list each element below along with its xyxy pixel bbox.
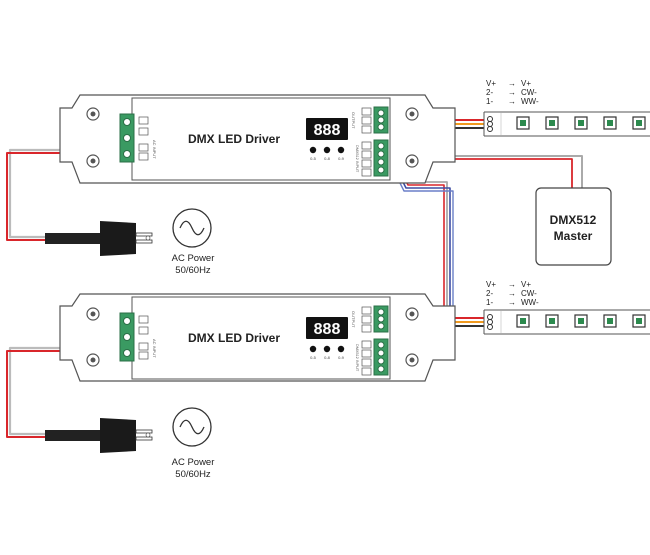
strip-2-label-vplus-right: V+ [521, 280, 531, 289]
mount-hole-icon [90, 357, 96, 363]
led-driver-1: AC INPUT DMX LED Driver 888 0-5 0-8 0-9 … [59, 94, 456, 184]
dmx-terminal[interactable] [373, 338, 389, 376]
ac-power-2-line1: AC Power [172, 457, 215, 468]
led-strip-1: V+ → V+ 2- → CW- 1- → WW- [483, 79, 650, 137]
strip-1-label-2-right: CW- [521, 88, 537, 97]
ac-power-1-line2: 50/60Hz [175, 265, 211, 276]
plug-icon [100, 221, 136, 256]
strip-2-label-vplus-left: V+ [486, 280, 496, 289]
strip-2-label-1-left: 1- [486, 298, 493, 307]
mount-hole-icon [90, 311, 96, 317]
power-cord-2 [45, 418, 153, 453]
ac-input-label: AC INPUT [152, 140, 157, 159]
driver-1-button-label-3: 0-9 [338, 156, 345, 161]
output-label: OUTPUT [351, 112, 356, 129]
mount-hole-icon [409, 158, 415, 164]
dmx512-master-box[interactable] [535, 187, 612, 266]
mount-hole-icon [409, 111, 415, 117]
strip-2-label-1-right: WW- [521, 298, 539, 307]
plug-icon [100, 418, 136, 453]
arrow-icon: → [508, 280, 516, 289]
power-cord-1 [45, 221, 153, 256]
mount-hole-icon [409, 311, 415, 317]
strip-1-label-vplus-right: V+ [521, 79, 531, 88]
dmx-input-label: DMX512 INPUT [355, 344, 359, 372]
sine-wave-icon [179, 220, 205, 236]
ac-power-2: AC Power 50/60Hz [172, 407, 215, 480]
output-label: OUTPUT [351, 311, 356, 328]
driver-2-title: DMX LED Driver [188, 331, 280, 345]
driver-2-button-label-3: 0-9 [338, 355, 345, 360]
arrow-icon: → [508, 97, 516, 106]
led-strip-2: V+ → V+ 2- → CW- 1- → WW- [483, 280, 650, 335]
mount-hole-icon [409, 357, 415, 363]
arrow-icon: → [508, 298, 516, 307]
driver-2-button-3[interactable] [337, 345, 345, 353]
dmx512-master-line2: Master [554, 229, 593, 243]
ac-power-1-line1: AC Power [172, 253, 215, 264]
driver-1-title: DMX LED Driver [188, 132, 280, 146]
arrow-icon: → [508, 289, 516, 298]
driver-1-button-2[interactable] [323, 146, 331, 154]
led-driver-2: AC INPUT DMX LED Driver 888 0-5 0-8 0-9 … [59, 293, 456, 382]
driver-2-display [306, 317, 348, 339]
driver-1-button-label-1: 0-5 [310, 156, 317, 161]
driver-1-display [306, 118, 348, 140]
dmx-terminal[interactable] [373, 139, 389, 177]
driver-2-button-label-1: 0-5 [310, 355, 317, 360]
mount-hole-icon [90, 111, 96, 117]
led-chip-icon [516, 314, 646, 328]
dmx512-master: DMX512 Master [535, 187, 612, 266]
ac-power-2-line2: 50/60Hz [175, 469, 211, 480]
driver-2-button-label-2: 0-8 [324, 355, 331, 360]
ac-input-label: AC INPUT [152, 339, 157, 358]
driver-2-display-digits: 888 [314, 321, 341, 338]
arrow-icon: → [508, 88, 516, 97]
strip-1-label-1-left: 1- [486, 97, 493, 106]
driver-1-display-digits: 888 [314, 122, 341, 139]
driver-2-button-2[interactable] [323, 345, 331, 353]
dmx512-master-line1: DMX512 [550, 213, 597, 227]
strip-2-label-2-right: CW- [521, 289, 537, 298]
cable-sleeve [45, 430, 105, 441]
strip-1-label-2-left: 2- [486, 88, 493, 97]
strip-1-label-1-right: WW- [521, 97, 539, 106]
arrow-icon: → [508, 79, 516, 88]
cable-sleeve [45, 233, 105, 244]
led-chip-icon [516, 116, 646, 130]
ac-power-1: AC Power 50/60Hz [172, 208, 215, 276]
strip-1-label-vplus-left: V+ [486, 79, 496, 88]
dmx-input-label: DMX512 INPUT [355, 145, 359, 173]
driver-1-button-1[interactable] [309, 146, 317, 154]
strip-2-label-2-left: 2- [486, 289, 493, 298]
driver-2-button-1[interactable] [309, 345, 317, 353]
mount-hole-icon [90, 158, 96, 164]
sine-wave-icon [179, 419, 205, 435]
driver-1-button-label-2: 0-8 [324, 156, 331, 161]
driver-1-button-3[interactable] [337, 146, 345, 154]
